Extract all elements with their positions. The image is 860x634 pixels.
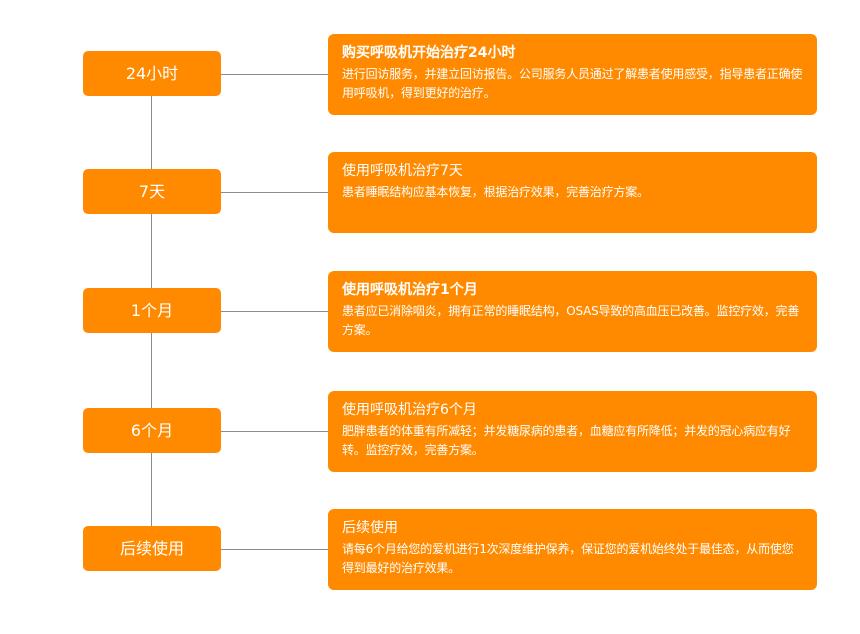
stage-card-1m: 使用呼吸机治疗1个月 患者应已消除咽炎，拥有正常的睡眠结构，OSAS导致的高血压… — [328, 271, 817, 352]
connector-line — [151, 311, 329, 312]
stage-description: 请每6个月给您的爱机进行1次深度维护保养，保证您的爱机始终处于最佳态，从而使您得… — [342, 542, 794, 575]
connector-line — [151, 192, 329, 193]
stage-card-24h: 购买呼吸机开始治疗24小时 进行回访服务，并建立回访报告。公司服务人员通过了解患… — [328, 34, 817, 115]
stage-description: 患者睡眠结构应基本恢复，根据治疗效果，完善治疗方案。 — [342, 185, 649, 199]
stage-title: 后续使用 — [342, 520, 398, 536]
stage-node-7d: 7天 — [83, 169, 221, 214]
connector-line — [151, 74, 329, 75]
stage-card-followup: 后续使用 请每6个月给您的爱机进行1次深度维护保养，保证您的爱机始终处于最佳态，… — [328, 509, 817, 590]
stage-title: 购买呼吸机开始治疗24小时 — [342, 45, 516, 61]
stage-node-followup: 后续使用 — [83, 526, 221, 571]
stage-description: 肥胖患者的体重有所减轻；并发糖尿病的患者，血糖应有所降低；并发的冠心病应有好转。… — [342, 424, 791, 457]
connector-line — [151, 549, 329, 550]
stage-title: 使用呼吸机治疗7天 — [342, 163, 463, 179]
stage-node-1m: 1个月 — [83, 288, 221, 333]
stage-node-24h: 24小时 — [83, 51, 221, 96]
stage-description: 进行回访服务，并建立回访报告。公司服务人员通过了解患者使用感受，指导患者正确使用… — [342, 67, 803, 100]
stage-node-6m: 6个月 — [83, 408, 221, 453]
stage-title: 使用呼吸机治疗6个月 — [342, 402, 477, 418]
stage-card-7d: 使用呼吸机治疗7天 患者睡眠结构应基本恢复，根据治疗效果，完善治疗方案。 — [328, 152, 817, 233]
stage-title: 使用呼吸机治疗1个月 — [342, 282, 478, 298]
stage-card-6m: 使用呼吸机治疗6个月 肥胖患者的体重有所减轻；并发糖尿病的患者，血糖应有所降低；… — [328, 391, 817, 472]
connector-line — [151, 431, 329, 432]
stage-description: 患者应已消除咽炎，拥有正常的睡眠结构，OSAS导致的高血压已改善。监控疗效，完善… — [342, 304, 800, 337]
